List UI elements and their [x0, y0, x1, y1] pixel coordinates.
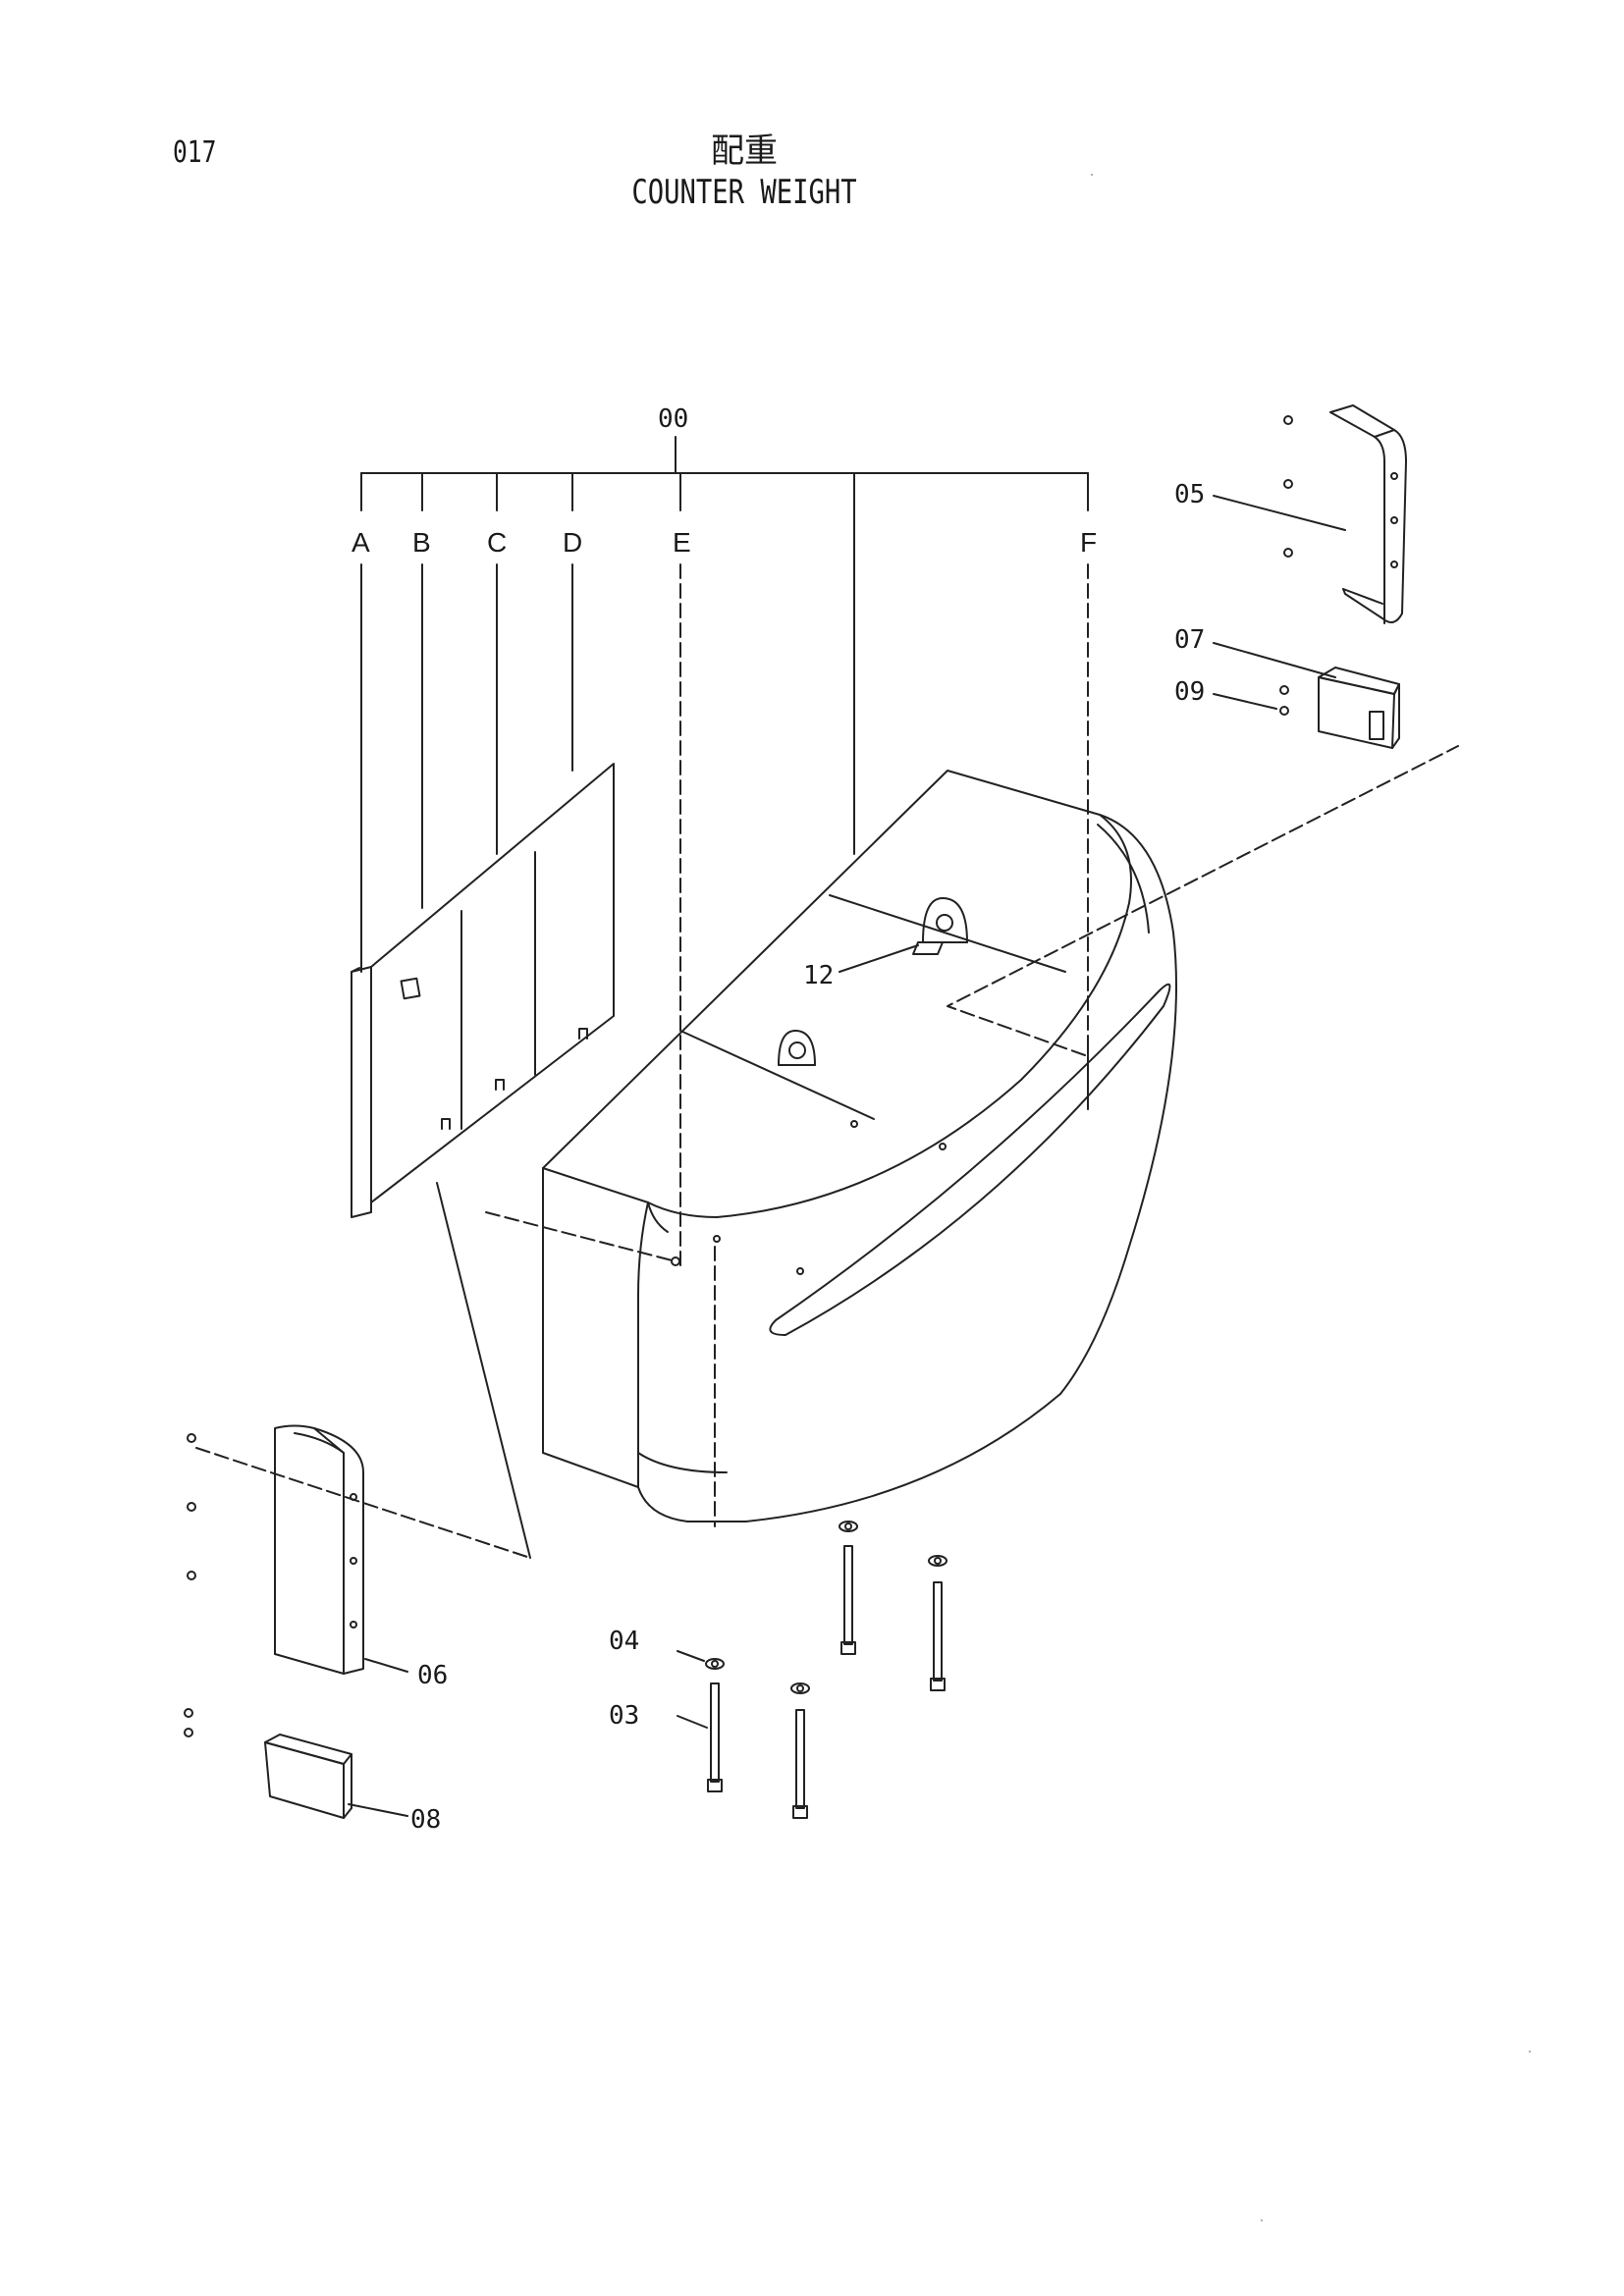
plates-a-to-d [351, 763, 615, 1218]
callout-03: 03 [609, 1701, 639, 1731]
part-08-block: 08 [184, 1708, 441, 1835]
part-06-cover: 06 [187, 1182, 531, 1690]
callout-07: 07 [1174, 625, 1205, 655]
callout-06: 06 [417, 1661, 448, 1690]
counterweight-body [485, 745, 1459, 1527]
lifting-eye-front [778, 1030, 816, 1066]
label-c: C [487, 527, 507, 558]
label-d: D [563, 527, 582, 558]
callout-09: 09 [1174, 677, 1205, 707]
callout-12: 12 [803, 961, 834, 990]
label-f: F [1080, 527, 1097, 558]
callout-08: 08 [410, 1805, 441, 1835]
page-title-english: COUNTER WEIGHT [631, 173, 857, 212]
lifting-eye-rear [912, 897, 968, 955]
assembly-label: 00 [658, 404, 688, 434]
label-e: E [673, 527, 691, 558]
label-b: B [412, 527, 431, 558]
bolts-and-washers: 04 03 [609, 1521, 947, 1819]
page-title-chinese: 配重 [711, 132, 778, 171]
callout-05: 05 [1174, 480, 1205, 509]
callout-04: 04 [609, 1627, 639, 1656]
page-number: 017 [173, 135, 217, 170]
part-07-block: 07 09 [1174, 625, 1400, 749]
label-a: A [352, 527, 370, 558]
assembly-bracket: 00 A B C D E F [352, 404, 1097, 1267]
part-12: 12 [803, 944, 919, 990]
part-05-cover: 05 [1174, 404, 1407, 624]
